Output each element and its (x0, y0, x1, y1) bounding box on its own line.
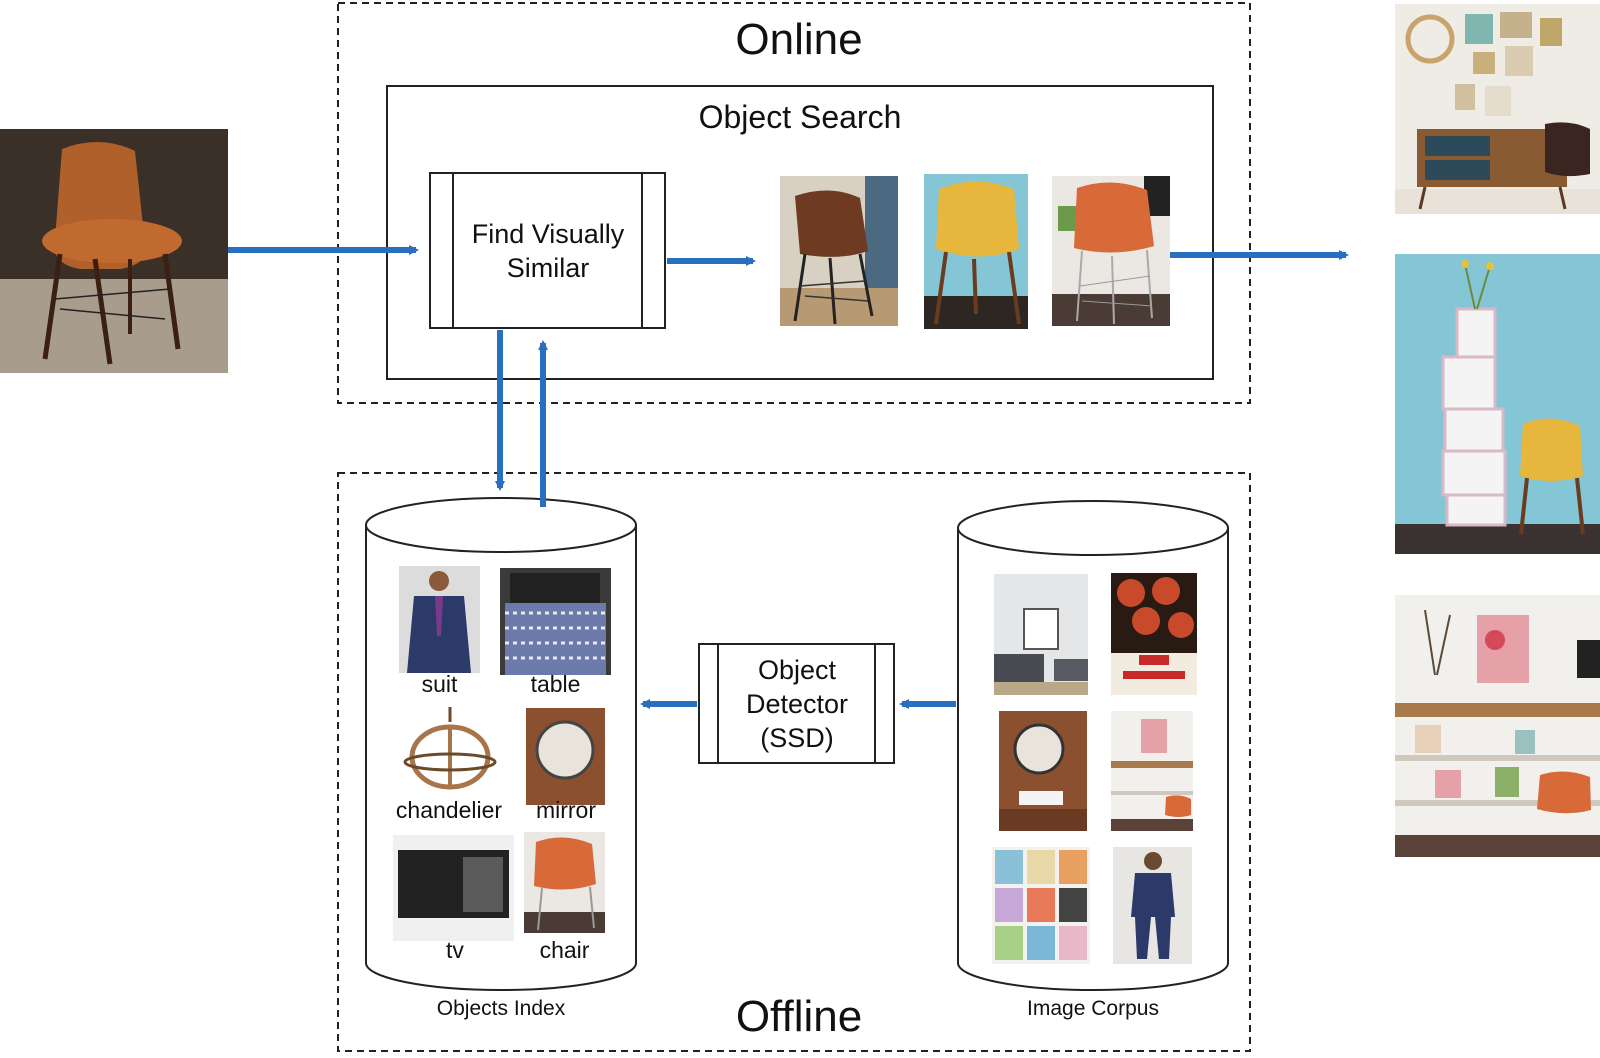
brown-chair-photo (780, 176, 898, 326)
art-prints-photo (992, 847, 1090, 964)
orange-chair-photo (1052, 176, 1170, 326)
online-region (337, 2, 1251, 404)
shelves-photo (1111, 711, 1193, 831)
table-photo (500, 568, 611, 675)
yellow-chair-photo (924, 174, 1028, 329)
image-corpus-label: Image Corpus (1027, 997, 1159, 1020)
index-item-label-suit: suit (421, 671, 458, 697)
blue-wall-shelf-photo (1395, 254, 1600, 554)
find-visually-similar-label: Find Visually Similar (471, 219, 625, 283)
suit-photo (399, 566, 480, 673)
index-item-label-mirror: mirror (535, 797, 597, 823)
pizza-bagels-photo (1111, 573, 1197, 695)
bathroom-mirror-photo (999, 711, 1087, 831)
sideboard-room-photo (1395, 4, 1600, 214)
objects-index-label: Objects Index (436, 997, 566, 1020)
man-in-suit-photo (1113, 847, 1192, 964)
object-detector-box (698, 643, 895, 764)
index-item-label-tv: tv (446, 937, 464, 963)
offline-title: Offline (735, 992, 863, 1041)
offline-region (337, 472, 1251, 1052)
index-item-label-table: table (530, 671, 581, 697)
find-visually-similar-box (429, 172, 666, 329)
object-search-title: Object Search (698, 99, 902, 135)
living-room-photo (994, 574, 1088, 695)
index-item-label-chandelier: chandelier (395, 797, 503, 823)
chair-photo (524, 832, 605, 933)
index-item-label-chair: chair (539, 937, 590, 963)
wall-shelves-photo (1395, 595, 1600, 857)
chandelier-photo (399, 707, 501, 801)
leather-chair-photo (0, 129, 228, 373)
object-detector-label: Object Detector (SSD) (745, 655, 849, 753)
object-search-box (386, 85, 1214, 380)
mirror-photo (526, 708, 605, 805)
tv-photo (393, 835, 514, 941)
online-title: Online (735, 15, 863, 64)
